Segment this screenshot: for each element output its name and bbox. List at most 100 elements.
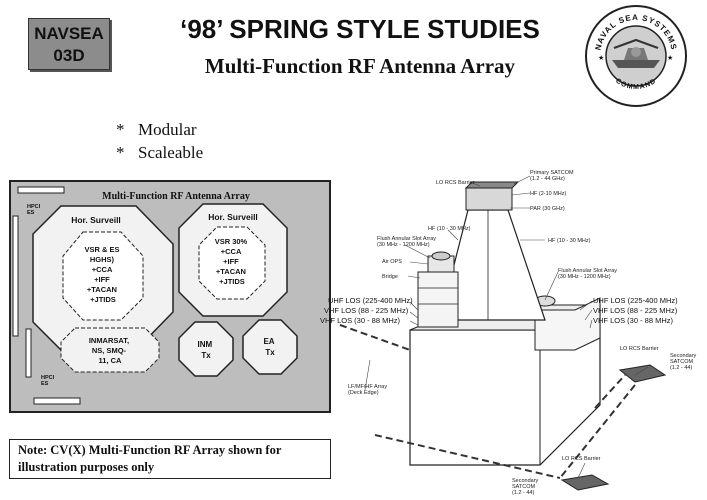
deck-edge-array-bottom	[374, 434, 561, 479]
seal-star-right-icon: ★	[667, 54, 673, 62]
hpci-bottom-l2: ES	[41, 381, 49, 387]
bullet-list: * Modular * Scaleable	[116, 118, 203, 164]
inmarsat-octagon	[60, 327, 160, 373]
hpci-top-l2: ES	[27, 210, 35, 216]
label-flush-right: Flush Annular Slot Array (30 MHz - 1200 …	[558, 268, 619, 280]
label-primary-satcom: Primary SATCOM (1.2 - 44 GHz)	[530, 170, 575, 182]
left-inner-l1: VSR & ES	[84, 245, 119, 254]
right-surveillance-header: Hor. Surveill	[208, 212, 258, 222]
hpci-bottom-l1: HPCI	[41, 375, 55, 381]
right-inner-l2: +CCA	[221, 247, 242, 256]
label-secondary-satcom-right-l3: (1.2 - 44)	[670, 365, 692, 371]
label-secondary-satcom-right: Secondary SATCOM (1.2 - 44)	[670, 353, 698, 371]
label-secondary-satcom-bottom-l1: Secondary	[512, 478, 539, 484]
inm-tx-l2: Tx	[201, 351, 211, 360]
label-lo-rcs-top: LO RCS Barrier	[436, 180, 475, 186]
bullet-text: Scaleable	[138, 143, 204, 162]
label-flush-left-l1: Flush Annular Slot Array	[377, 236, 436, 242]
ea-tx-text: EA Tx	[263, 337, 276, 357]
right-deck-block	[534, 297, 601, 351]
inmarsat-l2: NS, SMQ-	[92, 346, 127, 355]
label-vhf-left-1: VHF LOS (88 - 225 MHz)	[324, 306, 409, 315]
deck-edge-array-diagonal	[559, 384, 636, 479]
inmarsat-l1: INMARSAT,	[89, 336, 129, 345]
left-inner-l3: +CCA	[92, 265, 113, 274]
note-box: Note: CV(X) Multi-Function RF Array show…	[9, 439, 331, 479]
label-lf-mf-hf-l1: LF/MF/HF Array	[348, 384, 387, 390]
label-air-ops: Air OPS	[382, 259, 402, 265]
left-edge-array-bar	[12, 215, 19, 337]
label-uhf-left: UHF LOS (225-400 MHz)	[328, 296, 413, 305]
label-uhf-right: UHF LOS (225-400 MHz)	[593, 296, 678, 305]
label-flush-right-l1: Flush Annular Slot Array	[558, 268, 617, 274]
label-hf-10-30-left: HF (10 - 30 MHz)	[428, 226, 471, 232]
left-inner-l6: +JTIDS	[90, 295, 116, 304]
label-flush-left-l2: (30 MHz - 1200 MHz)	[377, 242, 430, 248]
hpci-top-l1: HPCI	[27, 204, 41, 210]
inmarsat-text: INMARSAT, NS, SMQ- 11, CA	[89, 336, 131, 365]
label-bridge: Bridge	[382, 274, 398, 280]
left-inner-l4: +IFF	[94, 275, 110, 284]
naval-sea-systems-seal-icon: NAVAL SEA SYSTEMS COMMAND ★ ★	[585, 5, 687, 107]
label-secondary-satcom-right-l2: SATCOM	[670, 359, 694, 365]
bottom-left-array-bar	[25, 328, 32, 378]
label-hf-2-10: HF (2-10 MHz)	[530, 191, 567, 197]
label-lf-mf-hf-l2: (Deck Edge)	[348, 390, 379, 396]
badge-line-2: 03D	[53, 46, 85, 65]
bridge-block	[417, 271, 459, 328]
bullet-item: * Modular	[116, 118, 203, 141]
ea-tx-l1: EA	[263, 337, 274, 346]
label-lo-rcs-right: LO RCS Barrier	[620, 346, 659, 352]
left-flush-array-icon	[431, 251, 451, 261]
page-subtitle: Multi-Function RF Antenna Array	[204, 54, 516, 78]
left-inner-octagon	[62, 231, 144, 321]
bullet-text: Modular	[138, 120, 197, 139]
label-secondary-satcom-bottom-l3: (1.2 - 44)	[512, 490, 534, 496]
label-vhf-right-2: VHF LOS (30 - 88 MHz)	[593, 316, 674, 325]
label-secondary-satcom-bottom: Secondary SATCOM (1.2 - 44)	[512, 478, 540, 496]
left-inner-l2: HGHS)	[90, 255, 115, 264]
right-inner-octagon	[198, 226, 266, 300]
secondary-satcom-bottom-icon	[560, 474, 610, 491]
navsea-badge: NAVSEA 03D	[28, 18, 110, 70]
panel-title: Multi-Function RF Antenna Array	[102, 191, 250, 202]
bullet-mark: *	[116, 143, 125, 162]
ship-antenna-diagram: LO RCS Barrier Primary SATCOM (1.2 - 44 …	[320, 170, 698, 496]
label-flush-right-l2: (30 MHz - 1200 MHz)	[558, 274, 611, 280]
inmarsat-l3: 11, CA	[99, 356, 123, 365]
secondary-satcom-right-icon	[618, 364, 667, 383]
bottom-hpci-array-bar	[33, 397, 81, 405]
right-inner-l3: +IFF	[223, 257, 239, 266]
right-inner-text: VSR 30% +CCA +IFF +TACAN +JTIDS	[215, 237, 250, 286]
bullet-mark: *	[116, 120, 125, 139]
left-inner-text: VSR & ES HGHS) +CCA +IFF +TACAN +JTIDS	[84, 245, 121, 304]
label-vhf-right-1: VHF LOS (88 - 225 MHz)	[593, 306, 678, 315]
label-vhf-left-2: VHF LOS (30 - 88 MHz)	[320, 316, 401, 325]
inm-tx-octagon	[178, 321, 234, 377]
right-inner-l5: +JTIDS	[219, 277, 245, 286]
deck-edge-array-top	[339, 324, 411, 351]
label-lf-mf-hf: LF/MF/HF Array (Deck Edge)	[348, 384, 389, 396]
inm-tx-text: INM Tx	[198, 340, 215, 360]
label-primary-satcom-l2: (1.2 - 44 GHz)	[530, 176, 565, 182]
label-secondary-satcom-right-l1: Secondary	[670, 353, 697, 359]
inm-tx-l1: INM	[198, 340, 213, 349]
badge-line-1: NAVSEA	[34, 24, 104, 43]
right-inner-l1: VSR 30%	[215, 237, 248, 246]
label-primary-satcom-l1: Primary SATCOM	[530, 170, 574, 176]
label-flush-left: Flush Annular Slot Array (30 MHz - 1200 …	[377, 236, 438, 248]
bullet-item: * Scaleable	[116, 141, 203, 164]
label-par: PAR (30 GHz)	[530, 206, 565, 212]
left-surveillance-header: Hor. Surveill	[71, 215, 121, 225]
left-inner-l5: +TACAN	[87, 285, 117, 294]
top-hpci-array-bar	[17, 186, 65, 194]
ea-tx-octagon	[242, 319, 298, 375]
label-hf-10-30-right: HF (10 - 30 MHz)	[548, 238, 591, 244]
ea-tx-l2: Tx	[265, 348, 275, 357]
seal-star-left-icon: ★	[598, 54, 604, 62]
deck-edge-array-right	[594, 374, 626, 409]
right-inner-l4: +TACAN	[216, 267, 246, 276]
